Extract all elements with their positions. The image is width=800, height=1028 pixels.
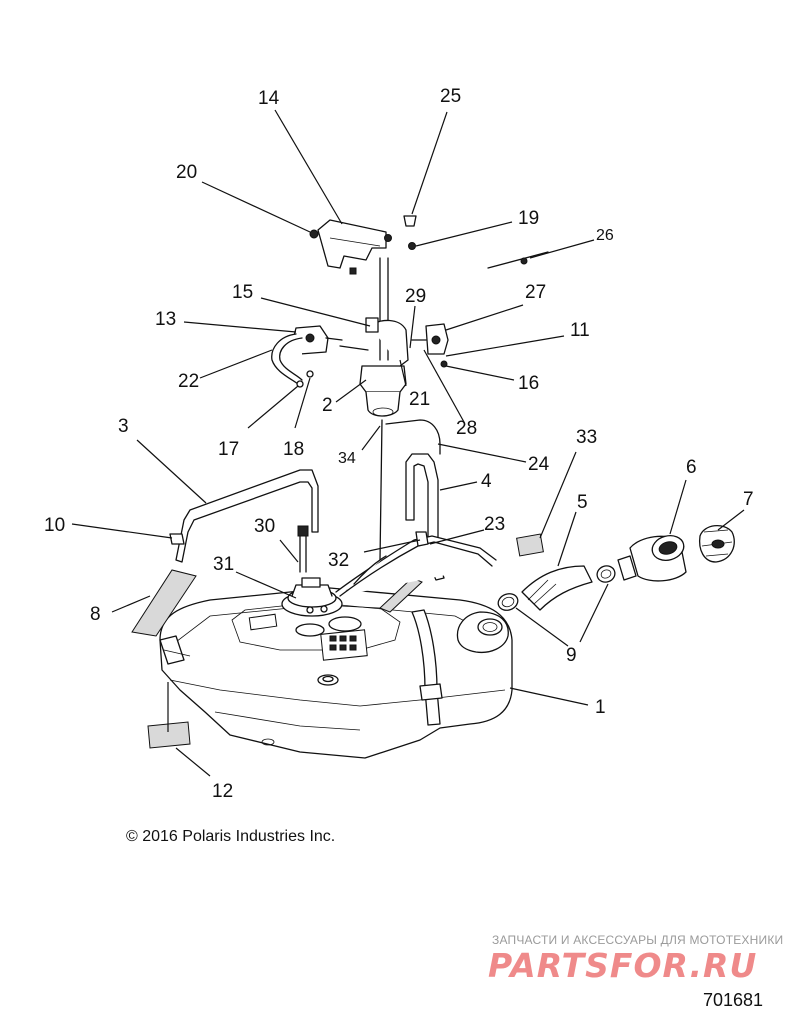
callout-7: 7 [743, 489, 754, 510]
callout-24: 24 [528, 454, 550, 475]
fuel-lines [335, 419, 497, 597]
drawing-number: 701681 [703, 990, 764, 1010]
leader-lines [71, 109, 745, 777]
callout-27: 27 [525, 282, 546, 303]
callout-13: 13 [155, 309, 176, 330]
warning-label-12 [147, 721, 191, 749]
callout-19: 19 [518, 208, 539, 229]
callout-29: 29 [405, 286, 426, 307]
callout-5: 5 [577, 492, 588, 513]
warning-label-8 [131, 569, 197, 637]
callout-3: 3 [118, 416, 129, 437]
callout-22: 22 [178, 371, 199, 392]
callout-6: 6 [686, 457, 697, 478]
callout-26: 26 [596, 227, 614, 244]
callout-23: 23 [484, 514, 505, 535]
callout-11: 11 [570, 320, 590, 341]
callout-30: 30 [254, 516, 275, 537]
callout-31: 31 [213, 554, 234, 575]
upper-bracket [309, 215, 549, 275]
callout-8: 8 [90, 604, 101, 625]
callout-2: 2 [322, 395, 333, 416]
callout-32: 32 [328, 550, 349, 571]
callout-1: 1 [595, 697, 606, 718]
filler-assembly [497, 525, 735, 611]
watermark-caption: ЗАПЧАСТИ И АКСЕССУАРЫ ДЛЯ МОТОТЕХНИКИ [492, 933, 784, 947]
watermark-logo: PARTSFOR.RU [488, 946, 758, 985]
callout-15: 15 [232, 282, 253, 303]
callout-21: 21 [409, 389, 430, 410]
rollover-valve [271, 325, 343, 388]
tank-strap-left [169, 469, 319, 563]
callout-34: 34 [338, 450, 356, 467]
copyright-notice: © 2016 Polaris Industries Inc. [126, 828, 336, 845]
callout-10: 10 [44, 515, 65, 536]
fuel-filter-canister [339, 257, 409, 417]
callout-12: 12 [212, 781, 233, 802]
callout-25: 25 [440, 86, 461, 107]
callout-18: 18 [283, 439, 304, 460]
fuel-tank [159, 587, 513, 759]
callout-17: 17 [218, 439, 239, 460]
callout-9: 9 [566, 645, 577, 666]
purge-valve [411, 323, 449, 368]
callout-33: 33 [576, 427, 597, 448]
tank-label-small [379, 577, 423, 613]
fuel-pump [281, 525, 343, 617]
callout-4: 4 [481, 471, 492, 492]
callout-20: 20 [176, 162, 197, 183]
callout-28: 28 [456, 418, 477, 439]
callout-numbers: 1 2 3 4 5 6 7 8 9 10 11 12 13 14 15 16 1… [44, 86, 754, 802]
callout-14: 14 [258, 88, 280, 109]
callout-16: 16 [518, 373, 539, 394]
